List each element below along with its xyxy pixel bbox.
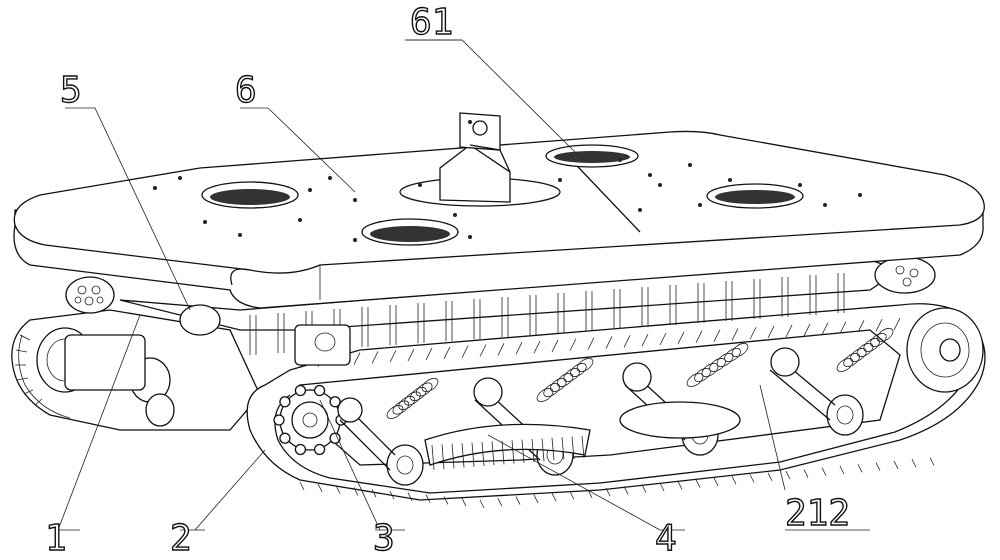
drive-sprocket — [273, 384, 347, 456]
left-motor — [179, 304, 221, 336]
label-2: 2 — [170, 518, 192, 559]
heat-sink — [424, 423, 591, 471]
swing-arms — [337, 347, 836, 471]
chassis-frame — [119, 256, 936, 366]
deck-openings — [201, 144, 804, 246]
top-deck-plate — [13, 112, 985, 309]
label-61: 61 — [410, 2, 453, 43]
center-mount-bracket — [439, 112, 511, 203]
label-5: 5 — [60, 70, 82, 111]
left-track-assembly — [11, 276, 261, 431]
reference-labels: 61 5 6 1 2 3 4 212 — [44, 1, 850, 559]
front-track-assembly — [246, 303, 986, 509]
shock-absorbers — [386, 328, 894, 419]
motor-cover — [619, 401, 741, 439]
front-motor — [294, 324, 351, 366]
label-4: 4 — [655, 518, 677, 559]
label-6: 6 — [235, 70, 257, 111]
label-3: 3 — [373, 518, 395, 559]
label-1: 1 — [45, 518, 67, 559]
label-212: 212 — [785, 493, 850, 534]
leader-lines — [55, 39, 870, 531]
